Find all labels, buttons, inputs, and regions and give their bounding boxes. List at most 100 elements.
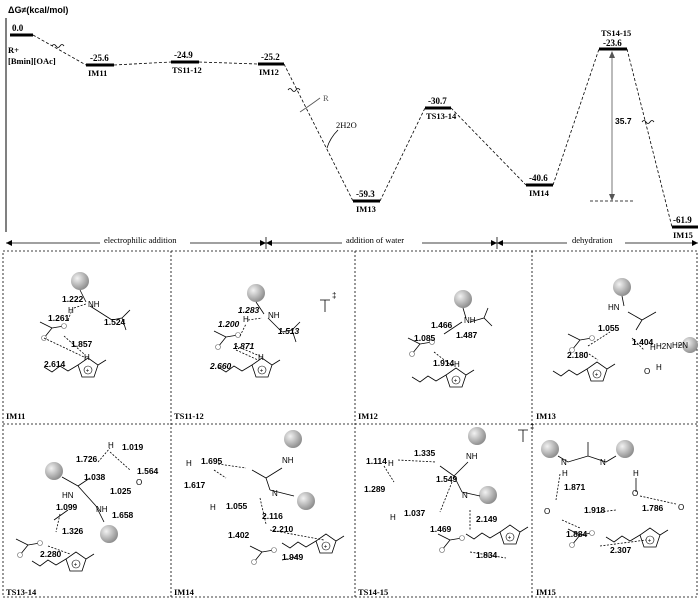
panel-grid: [2, 250, 698, 598]
svg-text:H: H: [258, 353, 264, 362]
svg-text:HN: HN: [608, 303, 620, 312]
svg-text:1.222: 1.222: [62, 294, 84, 304]
svg-text:H: H: [243, 315, 249, 324]
svg-text:1.949: 1.949: [282, 552, 304, 562]
svg-text:1.695: 1.695: [201, 456, 223, 466]
svg-text:1.834: 1.834: [476, 550, 498, 560]
svg-text:1.469: 1.469: [430, 524, 452, 534]
panel-label-im15: IM15: [536, 587, 556, 597]
svg-text:1.283: 1.283: [238, 305, 260, 315]
svg-text:1.099: 1.099: [56, 502, 78, 512]
name-im11: IM11: [88, 68, 107, 78]
svg-text:1.085: 1.085: [414, 333, 436, 343]
reactant-label-1: R+: [8, 45, 19, 55]
panel-label-im11: IM11: [6, 411, 25, 421]
barrier-label: 35.7: [615, 116, 632, 126]
svg-text:H: H: [633, 469, 639, 478]
svg-text:1.025: 1.025: [110, 486, 132, 496]
svg-text:2.307: 2.307: [610, 545, 632, 555]
svg-text:2.149: 2.149: [476, 514, 498, 524]
svg-text:O: O: [544, 507, 550, 516]
svg-text:1.726: 1.726: [76, 454, 98, 464]
name-im14: IM14: [529, 188, 550, 198]
panel-ts13-14: HN H NH O 1.726 1.019 1.038 1.564 1.025 …: [6, 441, 159, 597]
svg-text:1.549: 1.549: [436, 474, 458, 484]
r-curve: [299, 97, 321, 113]
svg-text:1.513: 1.513: [278, 326, 300, 336]
svg-text:H: H: [454, 360, 460, 369]
svg-text:1.404: 1.404: [632, 337, 654, 347]
panel-ts14-15: ‡ NH H N H 1.114 1.335 1.289 1.549 1.037…: [358, 422, 534, 597]
svg-text:1.289: 1.289: [364, 484, 386, 494]
svg-text:‡: ‡: [530, 422, 534, 431]
side-label-r: R: [323, 93, 329, 103]
svg-text:H: H: [186, 459, 192, 468]
svg-text:H2N: H2N: [672, 341, 688, 350]
svg-text:1.466: 1.466: [431, 320, 453, 330]
energy-ts14-15: -23.6: [603, 38, 622, 48]
energy-im13: -59.3: [356, 189, 375, 199]
panel-label-ts14-15: TS14-15: [358, 587, 388, 597]
svg-text:1.114: 1.114: [366, 456, 387, 466]
svg-text:1.402: 1.402: [228, 530, 250, 540]
svg-text:1.786: 1.786: [642, 503, 664, 513]
energy-im12: -25.2: [261, 52, 280, 62]
svg-text:N: N: [272, 489, 278, 498]
svg-text:O: O: [632, 489, 638, 498]
svg-text:NH: NH: [88, 300, 100, 309]
svg-text:1.335: 1.335: [414, 448, 436, 458]
panel-im12: NH H 1.466 1.085 1.487 1.914 IM12: [358, 290, 493, 421]
svg-text:H: H: [650, 343, 656, 352]
svg-text:NH: NH: [282, 456, 294, 465]
side-label-water: 2H2O: [336, 120, 357, 130]
panel-im11: NH H H 1.222 1.524 1.261 1.857 2.614 IM1…: [6, 272, 131, 421]
svg-text:1.038: 1.038: [84, 472, 106, 482]
section-addition-of-water: addition of water: [346, 235, 404, 245]
svg-text:H: H: [562, 469, 568, 478]
panel-label-ts13-14: TS13-14: [6, 587, 37, 597]
energy-im15: -61.9: [673, 215, 692, 225]
svg-text:H: H: [656, 363, 662, 372]
svg-text:1.055: 1.055: [598, 323, 620, 333]
svg-text:2.210: 2.210: [272, 524, 294, 534]
panel-label-im14: IM14: [174, 587, 195, 597]
svg-text:H: H: [388, 459, 394, 468]
svg-text:‡: ‡: [332, 291, 336, 300]
svg-text:N: N: [600, 458, 606, 467]
svg-text:1.326: 1.326: [62, 526, 84, 536]
svg-text:1.019: 1.019: [122, 442, 144, 452]
break-marks: [51, 44, 655, 124]
svg-text:N: N: [561, 458, 567, 467]
svg-text:1.261: 1.261: [48, 313, 70, 323]
name-ts13-14: TS13-14: [426, 111, 457, 121]
svg-text:2.280: 2.280: [40, 549, 62, 559]
svg-text:O: O: [678, 503, 684, 512]
svg-text:N: N: [462, 491, 468, 500]
svg-text:H2N: H2N: [656, 342, 672, 351]
svg-text:H: H: [84, 353, 90, 362]
energy-im11: -25.6: [90, 53, 109, 63]
name-im13: IM13: [356, 204, 376, 214]
svg-text:1.487: 1.487: [456, 330, 478, 340]
panel-label-ts11-12: TS11-12: [174, 411, 204, 421]
svg-text:NH: NH: [268, 311, 280, 320]
svg-text:HN: HN: [62, 491, 74, 500]
reactant-label-2: [Bmin][OAc]: [8, 56, 56, 66]
substituent-ball: [71, 272, 89, 290]
svg-text:O: O: [644, 367, 650, 376]
name-im15: IM15: [673, 230, 693, 240]
energy-reactant: 0.0: [12, 23, 24, 33]
svg-text:H: H: [68, 306, 74, 315]
svg-text:1.884: 1.884: [566, 529, 588, 539]
svg-text:O: O: [136, 478, 142, 487]
panel-ts11-12: ‡ NH H H 1.283 1.200 1.513 1.871 2.660 T…: [174, 284, 336, 421]
svg-text:2.180: 2.180: [567, 350, 589, 360]
svg-text:1.200: 1.200: [218, 319, 240, 329]
panel-im14: NH H N H 1.695 1.617 1.055 2.116 1.402 2…: [174, 430, 345, 597]
svg-text:1.871: 1.871: [564, 482, 586, 492]
svg-text:NH: NH: [466, 452, 478, 461]
axis-label: ΔG≠(kcal/mol): [8, 5, 68, 15]
svg-text:1.658: 1.658: [112, 510, 134, 520]
